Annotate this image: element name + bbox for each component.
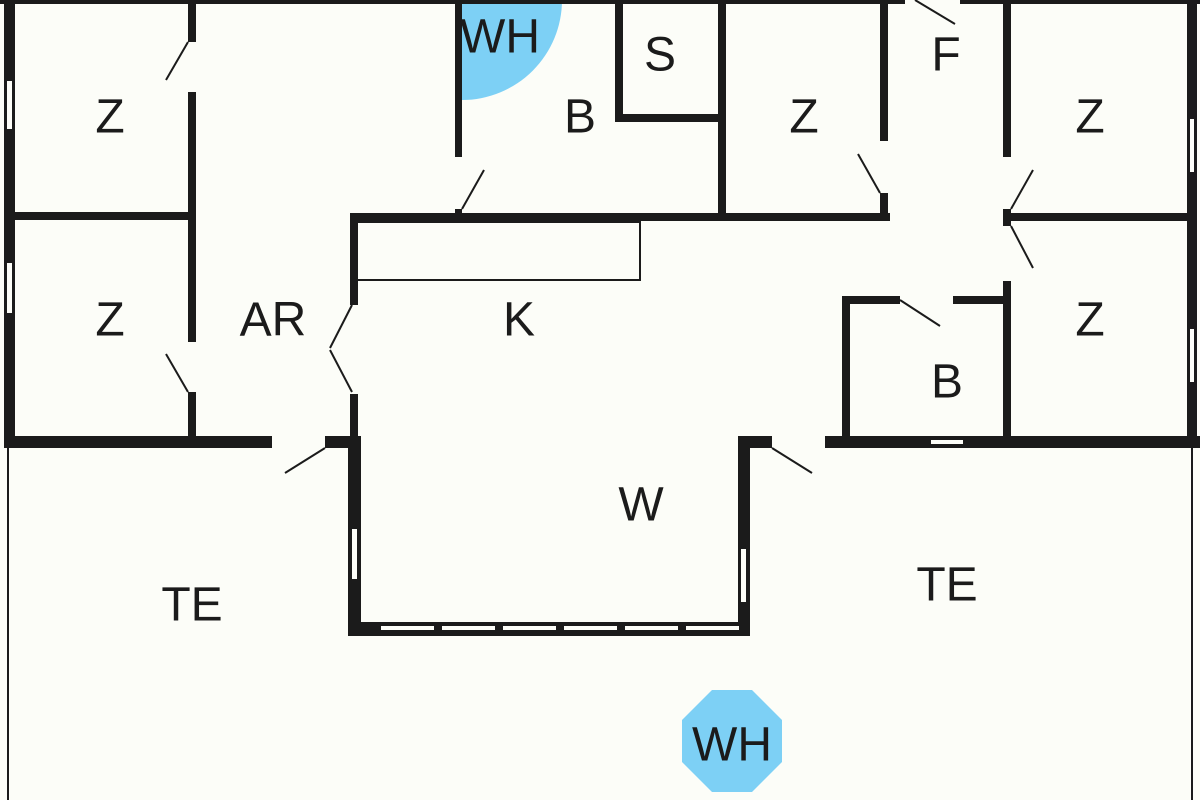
room-label-whirlpool: WH [460, 11, 540, 64]
room-label-terrace: TE [916, 559, 977, 612]
doors [165, 0, 1034, 474]
room-label-hallway: AR [240, 294, 307, 347]
room-label-bathroom: B [564, 91, 596, 144]
walls [0, 0, 1200, 636]
whirlpool-outdoor-shape [682, 690, 782, 792]
room-label-utility: F [931, 29, 960, 82]
room-label-bedroom: Z [95, 294, 124, 347]
room-label-bedroom: Z [789, 91, 818, 144]
room-labels: Z Z AR WH B S Z F Z Z K B W TE TE WH [95, 11, 1104, 772]
room-label-bedroom: Z [1075, 294, 1104, 347]
windows [5, 79, 1196, 632]
room-label-bedroom: Z [1075, 91, 1104, 144]
room-label-sauna: S [644, 29, 676, 82]
room-label-whirlpool: WH [692, 719, 772, 772]
room-label-terrace: TE [161, 579, 222, 632]
interior-lines [7, 221, 1193, 800]
room-label-bedroom: Z [95, 91, 124, 144]
room-label-living-room: W [618, 479, 664, 532]
room-label-bathroom: B [931, 356, 963, 409]
room-label-kitchen: K [503, 294, 535, 347]
whirlpool-indoor-shape [462, 0, 562, 100]
